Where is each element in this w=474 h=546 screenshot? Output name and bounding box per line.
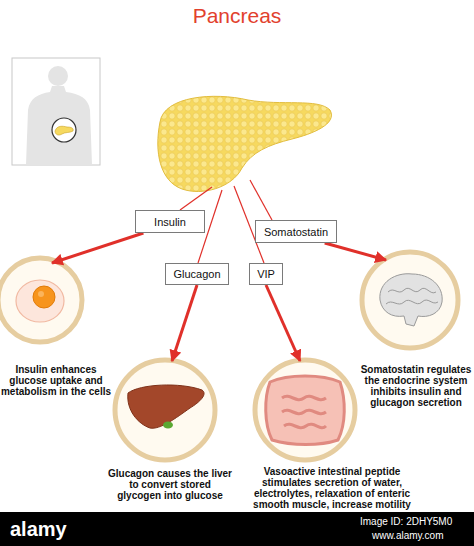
target-circle: Glucagon causes the liver to convert sto… [106, 360, 234, 510]
hormone-arrow [52, 233, 143, 263]
hormone-box: Glucagon [165, 263, 229, 285]
target-circle: Insulin enhances glucose uptake and meta… [0, 258, 112, 408]
effect-text: Somatostatin regulates the endocrine sys… [358, 364, 474, 408]
effect-text: Vasoactive intestinal peptide stimulates… [246, 466, 418, 510]
intestine-circle [255, 360, 355, 460]
brain-circle [362, 252, 458, 348]
hormone-name: Glucagon [173, 268, 220, 280]
effect-text: Glucagon causes the liver to convert sto… [106, 468, 234, 501]
hormone-name: Somatostatin [264, 226, 328, 238]
hormone-arrow [172, 285, 197, 361]
watermark-text: www.alamy.com [372, 530, 444, 541]
effect-text: Insulin enhances glucose uptake and meta… [0, 364, 112, 397]
cell-circle [0, 258, 82, 342]
hormone-box: VIP [249, 263, 283, 285]
pancreas [158, 96, 332, 191]
body-inset [12, 58, 100, 165]
watermark-bar [0, 512, 474, 546]
diagram-title: Pancreas [0, 4, 474, 28]
watermark-text: alamy [10, 518, 67, 541]
liver-circle [115, 360, 215, 460]
watermark-text: Image ID: 2DHY5M0 [360, 516, 452, 527]
hormone-box: Insulin [135, 210, 205, 233]
hormone-arrow [266, 285, 300, 361]
target-circle: Somatostatin regulates the endocrine sys… [358, 252, 474, 422]
hormone-arrow [325, 243, 386, 260]
hormone-box: Somatostatin [255, 220, 337, 243]
hormone-name: VIP [257, 268, 275, 280]
hormone-name: Insulin [154, 216, 186, 228]
